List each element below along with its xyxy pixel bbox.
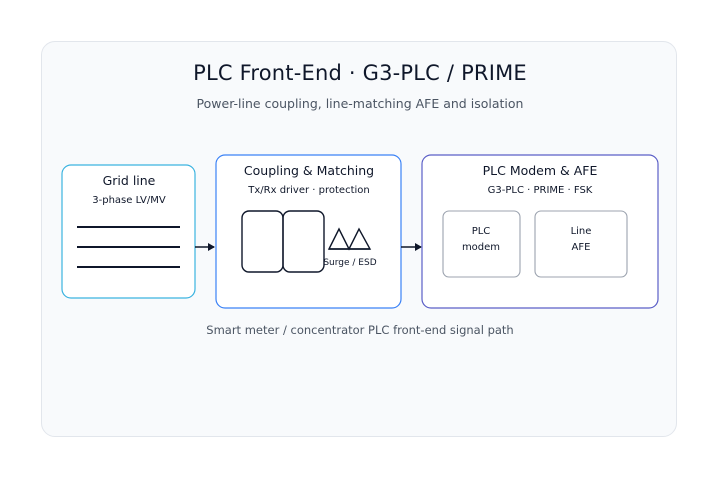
- coupling-subtitle: Tx/Rx driver · protection: [247, 185, 369, 196]
- coupling-box: [215, 154, 402, 309]
- line-afe-box: [534, 210, 628, 278]
- plc-modem-label-line1: PLC: [472, 226, 491, 237]
- coupling-block: Coupling & Matching Tx/Rx driver · prote…: [215, 154, 402, 309]
- line-afe-label-line1: Line: [571, 226, 592, 237]
- modem-title: PLC Modem & AFE: [483, 163, 598, 178]
- plc-modem-box: [442, 210, 521, 278]
- modem-block: PLC Modem & AFE G3-PLC · PRIME · FSK PLC…: [421, 154, 659, 309]
- line-afe-label-line2: AFE: [572, 242, 591, 253]
- grid-line-box: [61, 164, 196, 299]
- plc-modem-label-line2: modem: [462, 242, 500, 253]
- grid-line-title: Grid line: [103, 173, 156, 188]
- surge-esd-label: Surge / ESD: [323, 258, 376, 268]
- modem-subtitle: G3-PLC · PRIME · FSK: [488, 185, 593, 196]
- coupling-title: Coupling & Matching: [244, 163, 374, 178]
- grid-line-subtitle: 3-phase LV/MV: [92, 195, 166, 206]
- grid-line-block: Grid line 3-phase LV/MV: [61, 164, 196, 299]
- diagram-subtitle: Power-line coupling, line-matching AFE a…: [196, 96, 524, 111]
- diagram-title: PLC Front-End · G3-PLC / PRIME: [193, 61, 527, 85]
- coupling-transformer-right-winding: [282, 210, 325, 273]
- diagram-caption: Smart meter / concentrator PLC front-end…: [206, 323, 514, 337]
